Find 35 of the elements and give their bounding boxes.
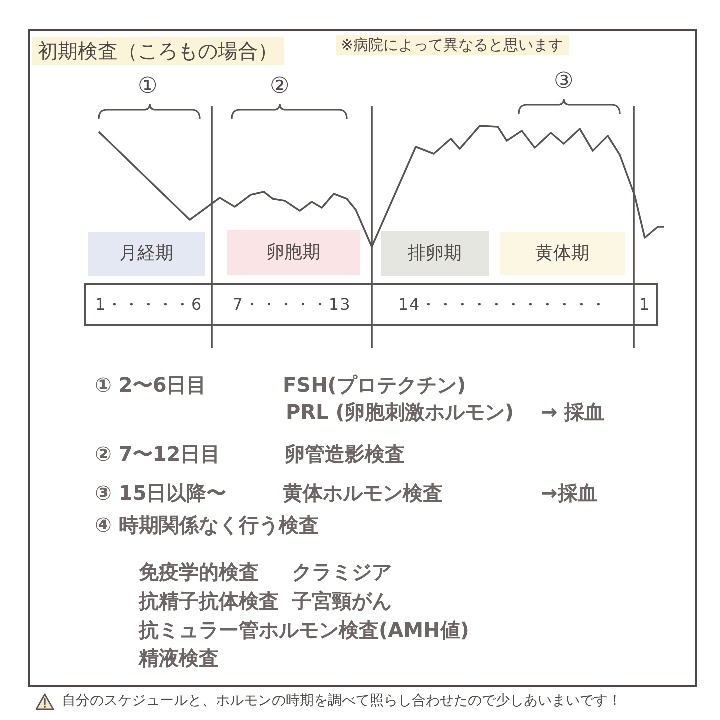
test-name: PRL (卵胞刺激ホルモン)	[286, 400, 514, 424]
title: 初期検査（ころもの場合）	[32, 37, 284, 65]
day-range: 7・・・・・13	[232, 294, 352, 316]
test-name: 抗精子抗体検査	[139, 589, 279, 613]
test-name: 精液検査	[139, 646, 219, 670]
day-range: 1	[638, 294, 652, 316]
phase-label: 月経期	[120, 243, 174, 265]
test-name: 子宮頸がん	[292, 589, 392, 613]
phase-label: 黄体期	[536, 242, 590, 264]
note-text: ※病院によって異なると思います	[336, 35, 569, 55]
phase-box	[227, 230, 360, 275]
phase-box	[381, 231, 489, 276]
period-heading: ② 7〜12日目	[95, 442, 221, 466]
section-heading: ④ 時期関係なく行う検査	[95, 513, 319, 537]
phase-box	[88, 232, 205, 276]
day-range: 1・・・・・6	[94, 294, 204, 316]
phase-box	[500, 232, 625, 275]
circled-number: ②	[270, 74, 290, 100]
test-name: 卵管造影検査	[285, 442, 405, 466]
circled-number: ③	[554, 69, 574, 96]
footer-note: 自分のスケジュールと、ホルモンの時期を調べて照らし合わせたので少しあいまいです！	[62, 692, 622, 710]
blood-test-note: →採血	[541, 481, 598, 505]
test-name: FSH(プロテクチン)	[283, 373, 466, 397]
test-name: クラミジア	[292, 560, 392, 584]
day-range: 14・・・・・・・・・・・	[397, 294, 609, 316]
phase-label: 卵胞期	[266, 242, 320, 264]
test-name: 抗ミュラー管ホルモン検査(AMH値)	[139, 618, 470, 642]
circled-number: ①	[138, 74, 158, 100]
test-name: 黄体ホルモン検査	[283, 481, 443, 505]
phase-label: 排卵期	[408, 242, 462, 264]
period-heading: ① 2〜6日目	[95, 373, 207, 397]
test-name: 免疫学的検査	[139, 560, 259, 584]
period-heading: ③ 15日以降〜	[95, 481, 227, 505]
blood-test-note: → 採血	[541, 400, 605, 424]
day-strip	[84, 283, 658, 326]
